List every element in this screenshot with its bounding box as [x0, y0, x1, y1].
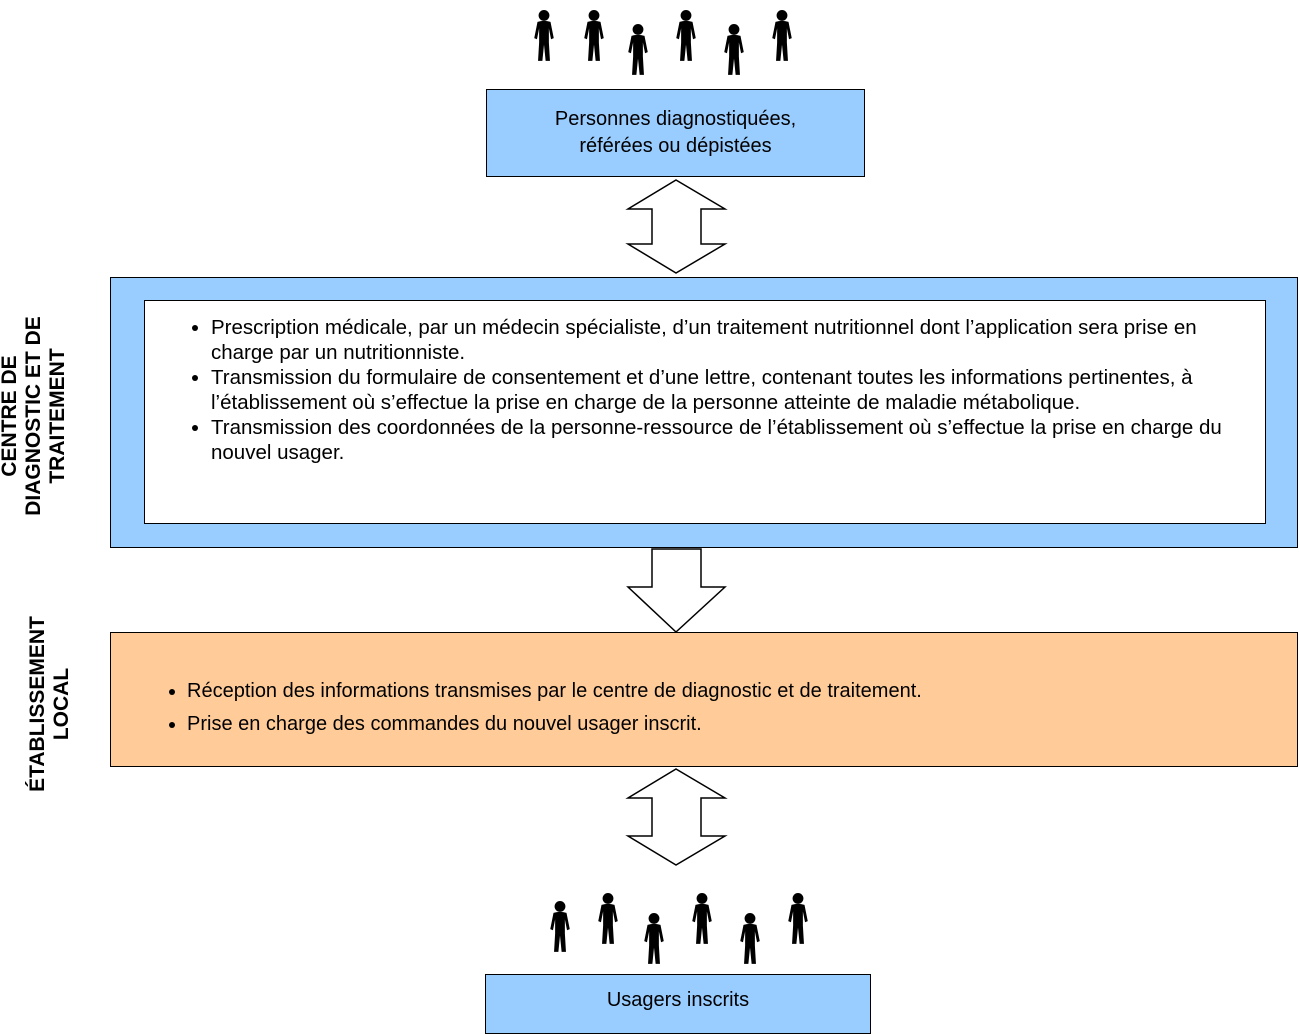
person-icon	[740, 913, 760, 964]
centre-side-label-line1: CENTRE DE	[0, 355, 21, 477]
person-icon	[788, 893, 808, 944]
person-icon	[772, 10, 792, 61]
centre-outer-box: Prescription médicale, par un médecin sp…	[110, 277, 1298, 548]
local-list-item: Réception des informations transmises pa…	[187, 675, 1277, 708]
person-icon	[692, 893, 712, 944]
centre-list-item: Transmission des coordonnées de la perso…	[211, 415, 1245, 465]
person-icon	[598, 893, 618, 944]
local-side-label: ÉTABLISSEMENT LOCAL	[26, 594, 76, 814]
registered-users-box: Usagers inscrits	[485, 974, 871, 1034]
person-icon	[550, 901, 570, 952]
double-arrow-bottom	[625, 768, 728, 866]
people-group-bottom	[550, 893, 808, 964]
centre-side-label-line2: DIAGNOSTIC ET DE	[22, 316, 45, 516]
down-arrow	[626, 548, 727, 634]
diagnosed-persons-line1: Personnes diagnostiquées,	[554, 108, 797, 130]
person-icon	[534, 10, 554, 61]
local-list-item: Prise en charge des commandes du nouvel …	[187, 708, 1277, 741]
person-icon	[628, 24, 648, 75]
double-arrow-top	[625, 179, 728, 274]
local-box: Réception des informations transmises pa…	[110, 632, 1298, 767]
diagnosed-persons-box: Personnes diagnostiquées, référées ou dé…	[486, 89, 865, 177]
person-icon	[644, 913, 664, 964]
centre-list-item: Prescription médicale, par un médecin sp…	[211, 315, 1245, 365]
centre-list: Prescription médicale, par un médecin sp…	[145, 301, 1265, 465]
centre-side-label-line3: TRAITEMENT	[46, 348, 69, 484]
centre-inner-box: Prescription médicale, par un médecin sp…	[144, 300, 1266, 524]
centre-side-label: CENTRE DE DIAGNOSTIC ET DE TRAITEMENT	[0, 311, 74, 521]
local-side-label-line2: LOCAL	[50, 667, 73, 741]
person-icon	[676, 10, 696, 61]
centre-list-item: Transmission du formulaire de consenteme…	[211, 365, 1245, 415]
person-icon	[584, 10, 604, 61]
diagnosed-persons-line2: référées ou dépistées	[579, 135, 772, 157]
registered-users-label: Usagers inscrits	[606, 989, 750, 1011]
people-group-top	[534, 10, 792, 75]
local-side-label-line1: ÉTABLISSEMENT	[26, 616, 49, 792]
person-icon	[724, 24, 744, 75]
local-list: Réception des informations transmises pa…	[111, 633, 1297, 741]
